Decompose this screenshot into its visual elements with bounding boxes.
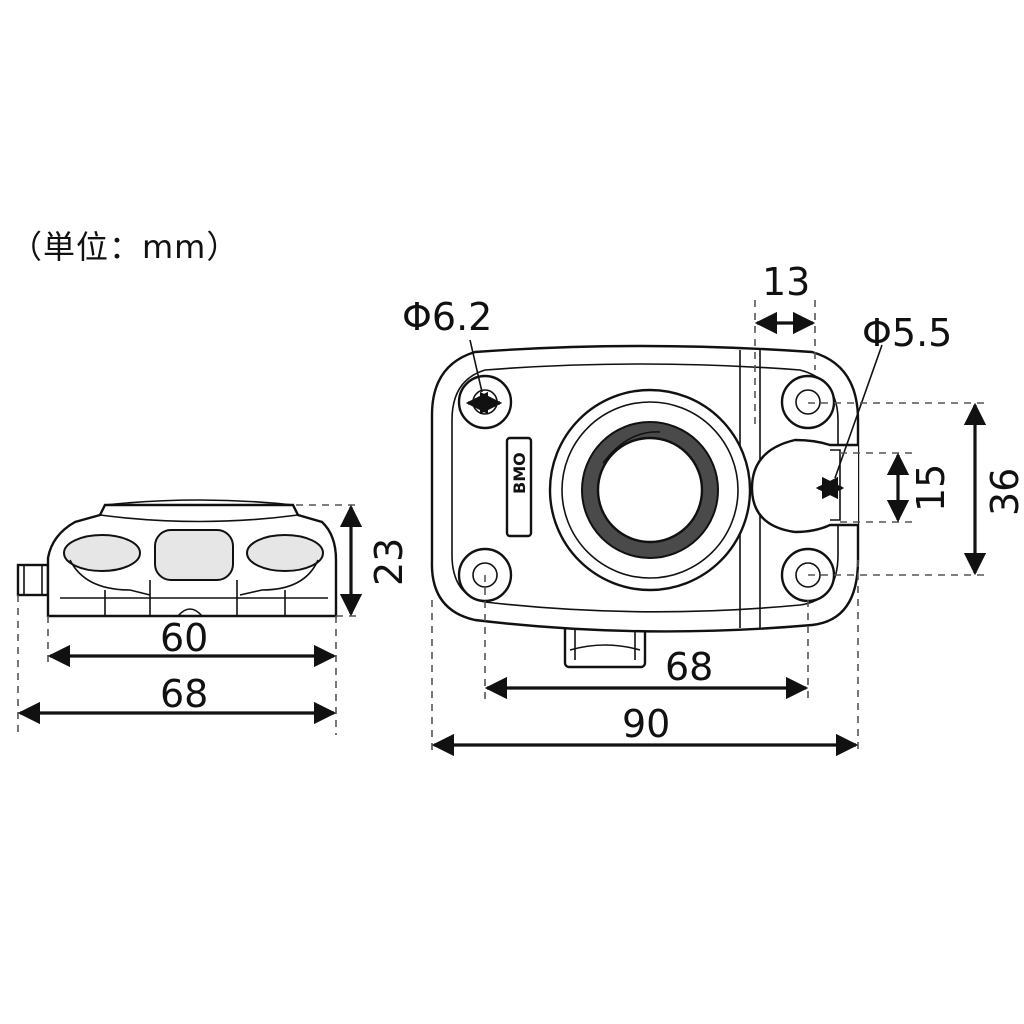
hole-diameter-label: Φ6.2	[402, 295, 492, 339]
side-peg	[16, 563, 50, 597]
side-height-label: 23	[367, 538, 411, 586]
side-cavity-left	[63, 534, 141, 572]
side-slot-cutout	[750, 438, 858, 534]
side-cavity-right	[246, 534, 324, 572]
unit-note: （単位：mm）	[10, 228, 240, 266]
side-cavity-center	[154, 529, 234, 581]
brand-plate	[505, 436, 533, 538]
brand-mark: BMO	[510, 452, 529, 494]
slot-width-label: 15	[909, 464, 953, 512]
top-view-dimensions	[431, 300, 987, 757]
side-view-dimensions	[17, 504, 363, 735]
mount-hole-top-right	[780, 374, 836, 430]
side-inner-width-label: 60	[160, 616, 208, 660]
slot-hole-label: Φ5.5	[862, 311, 952, 355]
slot-hole-leader	[834, 344, 883, 479]
hole-spacing-horizontal-label: 68	[665, 645, 713, 689]
overall-width-label: 90	[622, 702, 670, 746]
offset-label: 13	[762, 260, 810, 304]
top-view: BMO	[430, 344, 860, 669]
rod-holder-bore	[596, 436, 704, 544]
side-view	[16, 499, 338, 618]
top-body-inner-rim	[451, 363, 839, 613]
side-outer-width-label: 68	[160, 672, 208, 716]
hole-spacing-vertical-label: 36	[983, 468, 1024, 516]
